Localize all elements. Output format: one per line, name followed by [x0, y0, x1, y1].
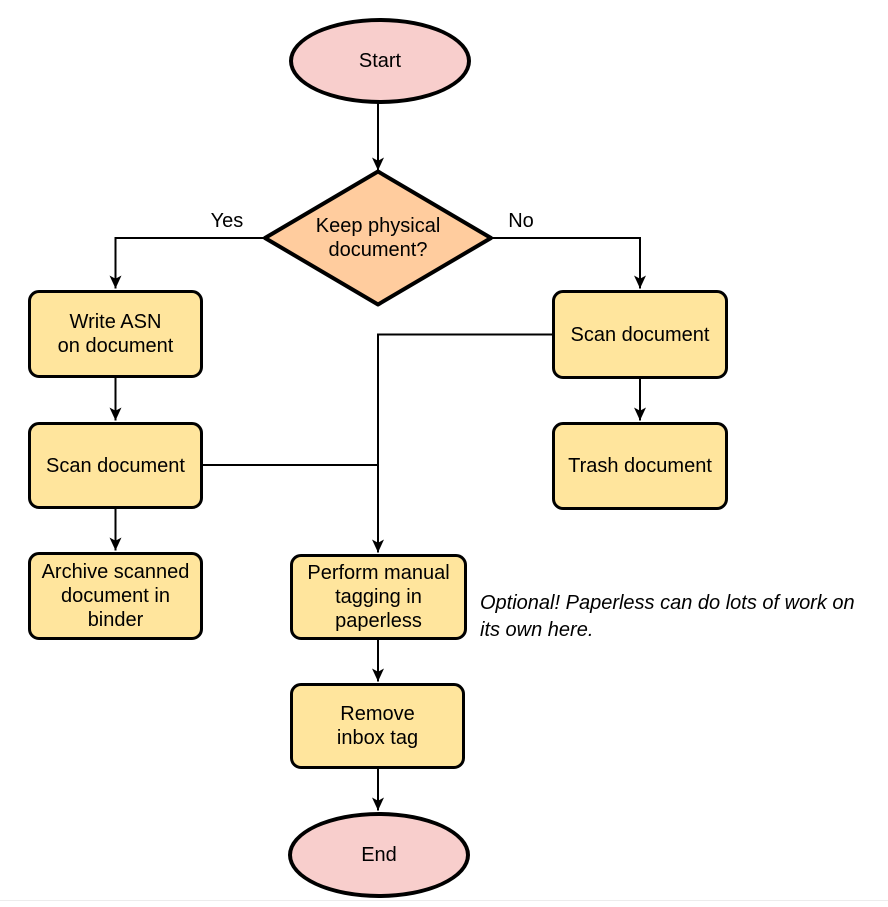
node-write-asn: Write ASN on document [28, 290, 203, 378]
annotation-optional-note: Optional! Paperless can do lots of work … [480, 592, 855, 641]
node-start-label: Start [358, 50, 402, 72]
page-boundary-line [0, 900, 888, 901]
node-scan-left-label: Scan document [46, 454, 185, 477]
node-tagging: Perform manual tagging in paperless [290, 554, 467, 640]
node-trash-label: Trash document [568, 455, 712, 477]
node-archive-label: Archive scanned document in binder [41, 561, 190, 631]
node-scan-right-label: Scan document [570, 323, 710, 346]
edge-decision-no-to-scan-right [491, 237, 646, 289]
node-tagging-label: Perform manual tagging in paperless [307, 562, 450, 632]
node-remove-inbox-label: Remove inbox tag [336, 703, 419, 749]
decision-diamond-shape [263, 169, 493, 307]
node-end: End [288, 812, 470, 898]
edge-label-no: No [508, 210, 534, 232]
node-decision-label: Keep physical document? [315, 215, 441, 261]
node-scan-right: Scan document [552, 290, 728, 379]
edge-scan-right-to-tagging [372, 333, 552, 553]
node-remove-inbox: Remove inbox tag [290, 683, 465, 769]
node-start: Start [289, 18, 471, 104]
edge-label-yes: Yes [210, 210, 244, 232]
node-trash: Trash document [552, 422, 728, 510]
node-scan-left: Scan document [28, 422, 203, 509]
node-write-asn-label: Write ASN on document [57, 311, 174, 357]
node-archive: Archive scanned document in binder [28, 552, 203, 640]
node-end-label: End [361, 844, 397, 866]
edge-decision-yes-to-write-asn [109, 237, 265, 289]
